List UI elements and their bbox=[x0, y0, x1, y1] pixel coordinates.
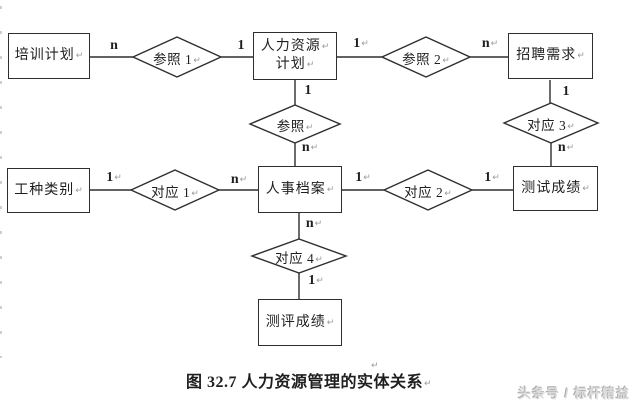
return-mark: ↵ bbox=[582, 183, 590, 194]
return-mark: ↵ bbox=[371, 361, 379, 371]
relationship-diamond-correspond-4 bbox=[249, 238, 349, 274]
entity-label: 测试成绩 bbox=[521, 180, 582, 196]
cardinality-value: n bbox=[557, 140, 566, 155]
entity-test-score: 测试成绩↵ bbox=[513, 166, 598, 211]
entity-job-category: 工种类别↵ bbox=[7, 168, 90, 213]
relationship-label-correspond-2: 对应 2↵ bbox=[404, 181, 452, 201]
relationship-label-correspond-1: 对应 1↵ bbox=[151, 181, 199, 201]
relationship-text: 参照 1 bbox=[153, 52, 193, 67]
relationship-text: 对应 2 bbox=[404, 185, 444, 200]
figure-caption-text: 图 32.7 人力资源管理的实体关系 bbox=[186, 374, 424, 391]
return-mark: ↵ bbox=[239, 175, 248, 185]
cardinality-jobcat-correspond1: 1↵ bbox=[106, 170, 122, 186]
return-mark: ↵ bbox=[75, 51, 84, 61]
entity-label: 测评成绩 bbox=[265, 314, 326, 330]
cardinality-value: 1 bbox=[355, 170, 363, 185]
relationship-label-correspond-4: 对应 4↵ bbox=[275, 247, 323, 267]
return-mark: ↵ bbox=[492, 173, 500, 183]
relationship-text: 对应 1 bbox=[151, 185, 191, 200]
return-mark: ↵ bbox=[577, 51, 585, 61]
entity-evaluation-score: 测评成绩↵ bbox=[258, 299, 342, 346]
cardinality-recruit-correspond3: 1 bbox=[563, 84, 570, 100]
return-mark: ↵ bbox=[363, 173, 371, 183]
cardinality-training-refer1: n bbox=[110, 38, 118, 54]
cardinality-refer-personnel: n↵ bbox=[302, 140, 318, 156]
cardinality-value: 1 bbox=[304, 83, 312, 98]
entity-recruit-demand: 招聘需求↵ bbox=[508, 33, 593, 79]
figure-caption: 图 32.7 人力资源管理的实体关系↵ bbox=[186, 368, 432, 392]
cardinality-correspond3-testscore: n↵ bbox=[558, 140, 574, 156]
return-mark: ↵ bbox=[314, 219, 323, 229]
entity-label: 培训计划 bbox=[14, 48, 75, 63]
return-mark: ↵ bbox=[444, 189, 452, 199]
relationship-label-refer-1: 参照 1↵ bbox=[153, 48, 201, 68]
cardinality-correspond2-testscore: 1↵ bbox=[484, 170, 500, 186]
cardinality-value: 1 bbox=[106, 170, 114, 185]
return-mark: ↵ bbox=[114, 173, 122, 183]
cardinality-value: 1 bbox=[353, 36, 361, 51]
cardinality-refer1-hrplan: 1 bbox=[238, 38, 245, 54]
entity-training-plan: 培训计划↵ bbox=[8, 33, 90, 79]
relationship-diamond-refer-1 bbox=[131, 36, 223, 78]
cardinality-personnel-correspond2: 1↵ bbox=[355, 170, 371, 186]
relationship-text: 对应 3 bbox=[527, 118, 567, 133]
entity-label: 工种类别 bbox=[14, 182, 75, 198]
return-mark: ↵ bbox=[490, 39, 499, 49]
relationship-text: 对应 4 bbox=[275, 251, 315, 266]
entity-label-line1: 人力资源 bbox=[260, 39, 321, 54]
cardinality-value: 1 bbox=[308, 273, 316, 288]
return-mark: ↵ bbox=[442, 56, 450, 66]
watermark: 头条号 / 标杆精益 bbox=[518, 383, 630, 402]
cardinality-value: n bbox=[301, 140, 310, 155]
cardinality-value: 1 bbox=[237, 38, 245, 53]
cardinality-personnel-correspond4: n↵ bbox=[306, 216, 322, 232]
return-mark: ↵ bbox=[316, 276, 324, 286]
entity-label: 招聘需求 bbox=[516, 48, 577, 63]
return-mark: ↵ bbox=[310, 143, 319, 153]
cardinality-value: n bbox=[110, 38, 118, 53]
relationship-diamond-correspond-3 bbox=[502, 102, 600, 144]
return-mark: ↵ bbox=[193, 56, 201, 66]
cardinality-value: n bbox=[481, 36, 490, 51]
relationship-label-refer-2: 参照 2↵ bbox=[402, 48, 450, 68]
return-mark: ↵ bbox=[424, 379, 432, 389]
return-mark: ↵ bbox=[306, 60, 315, 70]
cardinality-correspond4-evalscore: 1↵ bbox=[308, 273, 324, 289]
cardinality-value: 1 bbox=[484, 170, 492, 185]
return-mark: ↵ bbox=[326, 317, 335, 328]
scan-edge-artifacts bbox=[0, 6, 2, 358]
return-mark: ↵ bbox=[75, 185, 83, 196]
entity-hr-plan: 人力资源↵ 计划↵ bbox=[253, 32, 337, 80]
relationship-diamond-refer bbox=[248, 104, 342, 144]
watermark-text: 头条号 / 标杆精益 bbox=[518, 386, 630, 401]
cardinality-value: n bbox=[305, 216, 314, 231]
relationship-diamond-refer-2 bbox=[380, 36, 472, 78]
return-mark: ↵ bbox=[321, 42, 330, 52]
cardinality-value: 1 bbox=[562, 84, 570, 99]
relationship-label-refer: 参照↵ bbox=[277, 115, 314, 135]
cardinality-correspond1-personnel: n↵ bbox=[231, 172, 247, 188]
relationship-label-correspond-3: 对应 3↵ bbox=[527, 114, 575, 134]
relationship-diamond-correspond-2 bbox=[382, 169, 474, 211]
cardinality-hrplan-refer: 1 bbox=[305, 83, 312, 99]
return-mark: ↵ bbox=[305, 123, 314, 133]
cardinality-refer2-recruit: n↵ bbox=[482, 36, 498, 52]
cardinality-hrplan-refer2: 1↵ bbox=[353, 36, 369, 52]
relationship-text: 参照 2 bbox=[402, 52, 442, 67]
stray-return-mark: ↵ bbox=[370, 356, 379, 374]
entity-personnel-file: 人事档案↵ bbox=[258, 166, 342, 213]
cardinality-value: n bbox=[230, 172, 239, 187]
relationship-diamond-correspond-1 bbox=[129, 169, 221, 211]
entity-label-line2: 计划 bbox=[275, 57, 306, 72]
return-mark: ↵ bbox=[191, 189, 199, 199]
entity-label: 人事档案 bbox=[265, 181, 326, 197]
return-mark: ↵ bbox=[361, 39, 369, 49]
return-mark: ↵ bbox=[566, 143, 575, 153]
return-mark: ↵ bbox=[567, 122, 575, 132]
relationship-text: 参照 bbox=[276, 119, 305, 134]
return-mark: ↵ bbox=[315, 255, 323, 265]
return-mark: ↵ bbox=[326, 184, 335, 195]
